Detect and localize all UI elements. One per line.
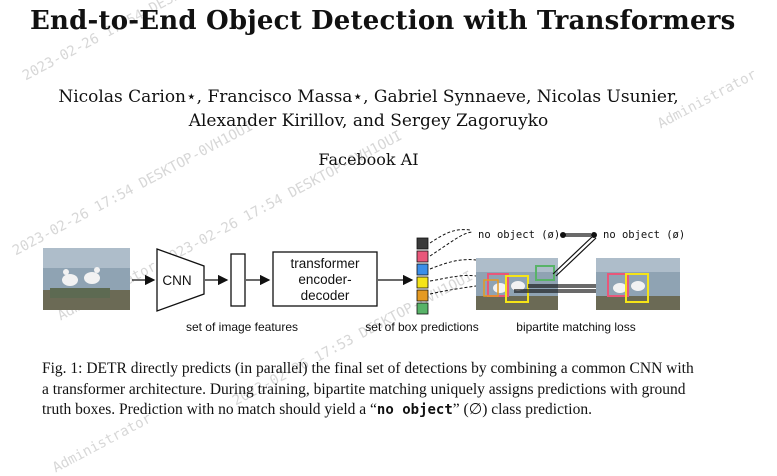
figure-caption: Fig. 1: DETR directly predicts (in paral… <box>42 359 702 421</box>
prediction-slot <box>416 263 429 276</box>
transformer-label: decoder <box>301 288 350 303</box>
no-object-label: no object (ø) <box>478 229 560 241</box>
cnn-block: CNN <box>156 248 205 312</box>
prediction-slot <box>416 289 429 302</box>
figure-diagram: CNN transformer encoder- decoder no obje… <box>43 229 685 334</box>
caption-text: Fig. 1: DETR directly predicts (in paral… <box>42 360 694 418</box>
prediction-slot <box>416 237 429 250</box>
box-predictions <box>416 237 429 315</box>
author-line: Alexander Kirillov, and Sergey Zagoruyko <box>188 111 549 131</box>
transformer-block: transformer encoder- decoder <box>272 251 378 307</box>
transformer-label: transformer <box>290 256 360 271</box>
image-features-block <box>230 253 246 307</box>
caption-code: no object <box>376 402 453 418</box>
author-list: Nicolas Carion⋆, Francisco Massa⋆, Gabri… <box>0 85 737 133</box>
caption-text: ” (∅) class prediction. <box>452 401 592 418</box>
no-object-label: no object (ø) <box>603 229 685 241</box>
detr-pipeline-figure: CNN transformer encoder- decoder no obje… <box>0 218 777 343</box>
matching-loss-label: bipartite matching loss <box>516 320 635 334</box>
transformer-label: encoder- <box>298 272 351 287</box>
predictions-label: set of box predictions <box>365 320 478 334</box>
prediction-slot <box>416 302 429 315</box>
ground-truth-image <box>596 258 680 310</box>
prediction-slot <box>416 276 429 289</box>
prediction-slot <box>416 250 429 263</box>
cnn-label: CNN <box>162 273 191 288</box>
features-label: set of image features <box>186 320 298 334</box>
input-image <box>43 248 130 310</box>
author-line: Nicolas Carion⋆, Francisco Massa⋆, Gabri… <box>58 87 679 107</box>
affiliation: Facebook AI <box>318 150 419 169</box>
paper-title: End-to-End Object Detection with Transfo… <box>30 6 736 36</box>
prediction-image <box>476 258 558 310</box>
